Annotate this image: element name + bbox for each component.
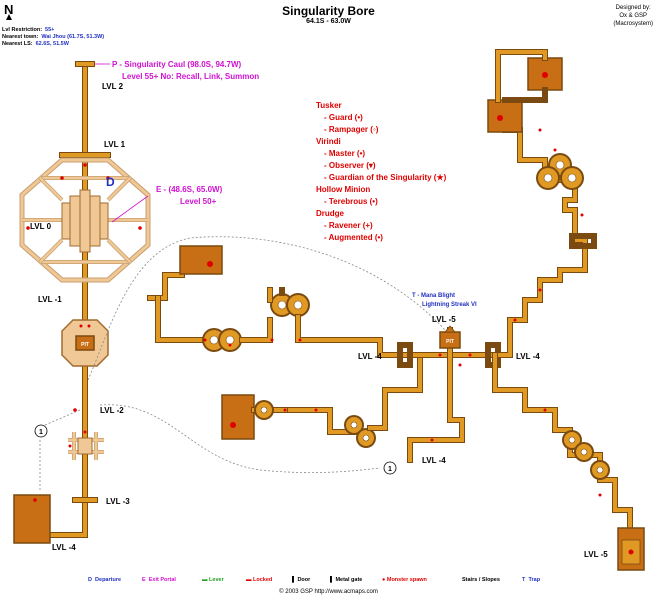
portal-e-note: Level 50+ — [180, 197, 217, 206]
designer-credit: Designed by: Ox & GSP (Macrosystem) — [613, 4, 653, 28]
map-coords: 64.1S - 63.0W — [306, 18, 351, 25]
portal-p-callout: P - Singularity Caul (98.0S, 94.7W) — [112, 60, 242, 69]
level-label-minus4-east: LVL -4 — [516, 352, 540, 361]
portal-p-note: Level 55+ No: Recall, Link, Summon — [122, 72, 260, 81]
north-arrow-icon — [6, 14, 12, 20]
legend-exit-portal: E Exit Portal — [142, 577, 176, 583]
legend-departure: D Departure — [88, 577, 122, 583]
portal-e-callout: E - (48.6S, 65.0W) — [156, 185, 223, 194]
monster-item: - Observer (▾) — [324, 161, 376, 170]
north-indicator: N — [4, 2, 14, 17]
map-title: Singularity Bore — [282, 4, 375, 18]
info-nearest-town: Nearest town:Wai Jhou (61.7S, 51.3W) — [2, 34, 105, 40]
level-label-1: LVL 1 — [104, 140, 126, 149]
legend-monster-spawn: ● Monster spawn — [382, 577, 427, 583]
level-label-minus4-lower: LVL -4 — [422, 456, 446, 465]
monster-item: - Guardian of the Singularity (★) — [324, 173, 447, 182]
link-marker-left: 1 — [39, 429, 43, 436]
designer-line-2: Ox & GSP — [619, 13, 647, 19]
monster-legend: Tusker - Guard (•) - Rampager (◦) Virind… — [316, 100, 446, 244]
pit-label-hub: PIT — [446, 339, 454, 345]
level-label-minus4-left: LVL -4 — [52, 543, 76, 552]
west-rooms — [147, 245, 423, 448]
level-label-minus3: LVL -3 — [106, 497, 130, 506]
legend-lever: ▬ Lever — [202, 577, 224, 583]
info-nearest-ls: Nearest LS:62.6S, 51.5W — [2, 41, 69, 47]
legend-trap: T Trap — [522, 577, 541, 583]
link-marker-right: 1 — [388, 466, 392, 473]
copyright-credit: © 2003 GSP http://www.acmaps.com — [279, 589, 378, 595]
pit-label: PIT — [81, 342, 89, 348]
designer-line-3: (Macrosystem) — [613, 21, 653, 27]
legend-locked: ▬ Locked — [246, 577, 273, 583]
info-level-restriction: Lvl Restriction:55+ — [2, 27, 55, 33]
level-label-minus2: LVL -2 — [100, 406, 124, 415]
level-label-minus5-east: LVL -5 — [584, 550, 608, 559]
monster-group-virindi: Virindi — [316, 137, 341, 146]
designer-line-1: Designed by: — [615, 5, 651, 11]
lvl-minus4-left — [13, 408, 98, 544]
legend-stairs: Stairs / Slopes — [462, 577, 500, 583]
level-label-minus4-center: LVL -4 — [358, 352, 382, 361]
level-label-0: LVL 0 — [30, 222, 52, 231]
lvl-minus2-room — [68, 430, 104, 460]
monster-item: - Terebrous (•) — [324, 197, 378, 206]
departure-marker: D — [106, 175, 115, 189]
level-label-2: LVL 2 — [102, 82, 124, 91]
trap-callout-2: Lightning Streak VI — [422, 302, 477, 308]
lvl0-octagon — [19, 157, 151, 283]
monster-item: - Augmented (•) — [324, 233, 383, 242]
level-label-minus5-center: LVL -5 — [432, 315, 456, 324]
monster-item: - Master (•) — [324, 149, 366, 158]
central-hub: PIT — [397, 325, 501, 463]
trap-callout-1: T - Mana Blight — [412, 293, 455, 299]
monster-group-drudge: Drudge — [316, 209, 344, 218]
east-rooms — [487, 49, 645, 571]
monster-item: - Guard (•) — [324, 113, 363, 122]
monster-group-tusker: Tusker — [316, 101, 342, 110]
monster-item: - Rampager (◦) — [324, 125, 379, 134]
pit-room: PIT — [61, 319, 109, 367]
monster-group-hollow-minion: Hollow Minion — [316, 185, 371, 194]
monster-item: - Ravener (+) — [324, 221, 373, 230]
legend-door: ▌ Door — [292, 577, 311, 583]
connection-lines: 1 1 — [34, 63, 446, 490]
level-label-minus1: LVL -1 — [38, 295, 62, 304]
legend-metal-gate: ▌ Metal gate — [330, 577, 363, 583]
